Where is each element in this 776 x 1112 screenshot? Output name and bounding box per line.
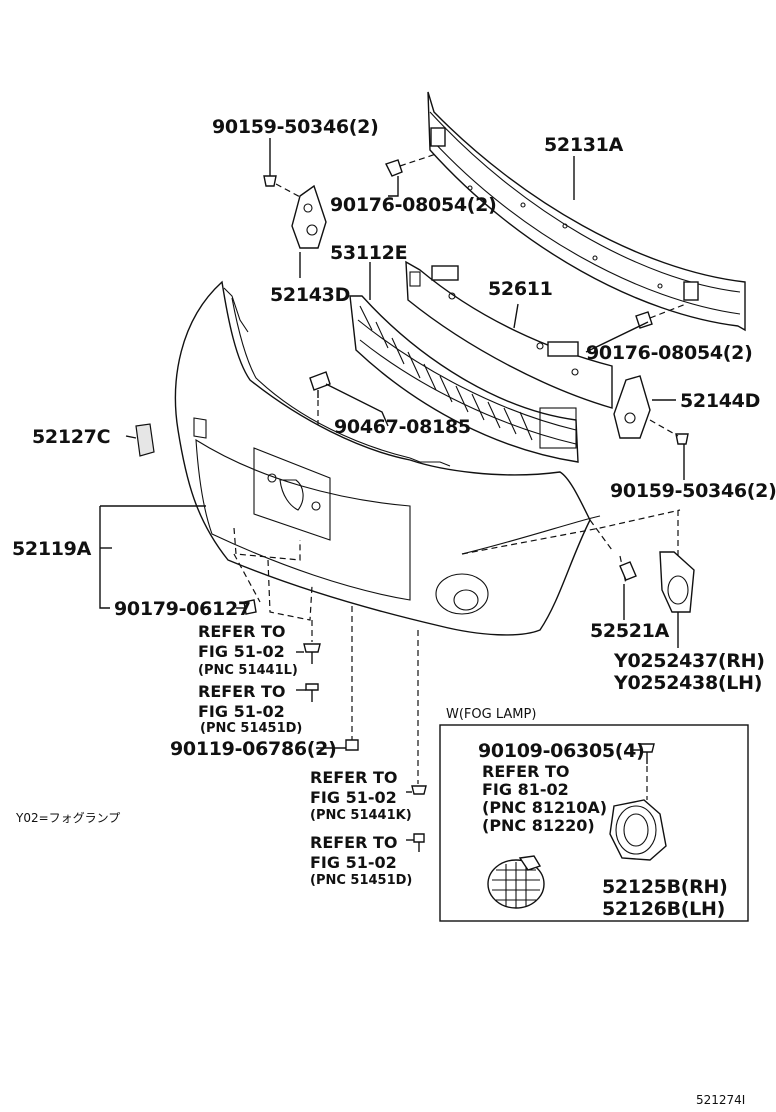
screw-51451D-a [305, 683, 319, 702]
clip-90176-top [385, 153, 437, 177]
fig-label-1: FIG 51-02 [198, 642, 285, 661]
label-Y0252437: Y0252437(RH) [614, 650, 765, 672]
label-52521A: 52521A [590, 620, 670, 642]
label-53112E: 53112E [330, 242, 408, 264]
screw-51441L [303, 643, 321, 664]
fig-label-3: FIG 51-02 [310, 788, 397, 807]
fig-label-5: FIG 81-02 [482, 780, 569, 799]
pnc-label-3: (PNC 51441K) [310, 808, 412, 823]
label-Y0252438: Y0252438(LH) [614, 672, 763, 694]
pnc-label-1: (PNC 51441L) [198, 663, 298, 678]
label-90179: 90179-06127 [114, 598, 251, 620]
label-90159-top: 90159-50346(2) [212, 116, 379, 138]
label-90176-top: 90176-08054(2) [330, 194, 497, 216]
label-52119A: 52119A [12, 538, 92, 560]
bolt-90119 [345, 739, 359, 751]
label-90159-right: 90159-50346(2) [610, 480, 776, 502]
clip-90176-right [635, 303, 687, 329]
retainer-90179 [243, 599, 257, 615]
label-52127C: 52127C [32, 426, 111, 448]
label-90176-right: 90176-08054(2) [586, 342, 753, 364]
bracket-Y0252437 [659, 551, 695, 613]
bumper-cover-52119A [174, 280, 681, 636]
absorber-52611 [405, 260, 613, 409]
bracket-52143D [263, 175, 327, 249]
pnc-label-5b: (PNC 81220) [482, 816, 595, 835]
fig-label-2: FIG 51-02 [198, 702, 285, 721]
rivet-90467 [309, 371, 331, 428]
refer-label-4: REFER TO [310, 833, 398, 852]
pnc-label-2: (PNC 51451D) [200, 721, 303, 736]
cover-52127C [135, 423, 155, 457]
label-52611: 52611 [488, 278, 553, 300]
fog-lamp-housing [609, 799, 667, 861]
fog-lamp-inset [439, 724, 749, 922]
refer-label-1: REFER TO [198, 622, 286, 641]
refer-label-5: REFER TO [482, 762, 570, 781]
label-52131A: 52131A [544, 134, 624, 156]
leader-lines [99, 138, 685, 841]
refer-label-2: REFER TO [198, 682, 286, 701]
screw-51441K [411, 785, 427, 795]
grille-53112E [349, 295, 579, 463]
label-90119: 90119-06786(2) [170, 738, 337, 760]
screw-51451D-b [413, 833, 425, 852]
clip-52521A [619, 561, 637, 581]
fig-label-4: FIG 51-02 [310, 853, 397, 872]
fog-lamp-note: Y02=フォグランプ [16, 811, 121, 825]
parts-diagram: 90159-50346(2) 52131A 90176-08054(2) 521… [12, 91, 776, 1107]
exploded-view-drawing [99, 91, 749, 922]
label-90467: 90467-08185 [334, 416, 471, 438]
label-52144D: 52144D [680, 390, 761, 412]
label-90109: 90109-06305(4) [478, 740, 645, 762]
inset-title: W(FOG LAMP) [446, 707, 537, 722]
fog-lamp-unit [487, 855, 545, 909]
label-52125B: 52125B(RH) [602, 876, 728, 898]
refer-label-3: REFER TO [310, 768, 398, 787]
label-52126B: 52126B(LH) [602, 898, 725, 920]
bracket-52144D [613, 375, 689, 445]
pnc-label-5a: (PNC 81210A) [482, 798, 608, 817]
label-52143D: 52143D [270, 284, 351, 306]
pnc-label-4: (PNC 51451D) [310, 873, 413, 888]
diagram-id: 521274I [696, 1093, 746, 1107]
bumper-reinforcement-52131A [427, 91, 746, 332]
